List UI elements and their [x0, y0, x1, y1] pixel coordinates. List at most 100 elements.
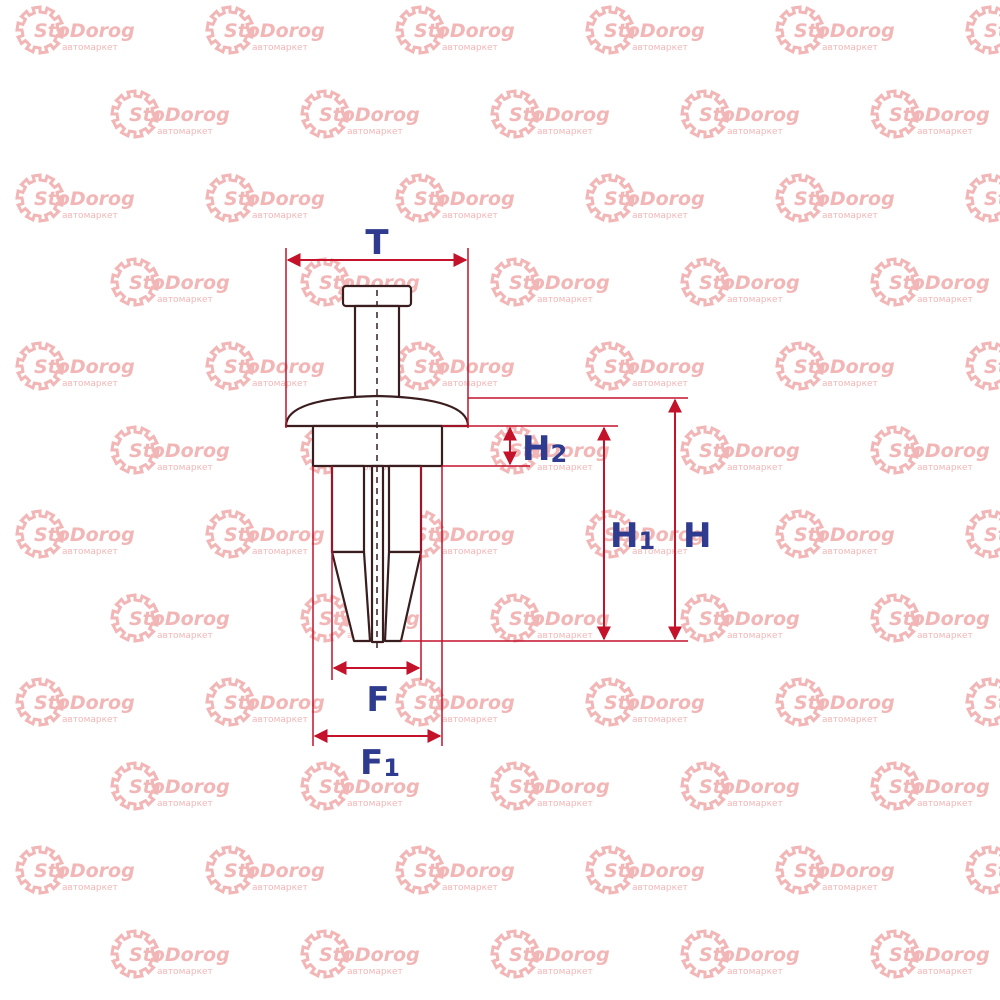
label-T: T	[365, 223, 389, 263]
watermark-brand: StoDorog	[604, 20, 705, 42]
gear-icon	[15, 509, 65, 559]
watermark-tagline: автомаркет	[632, 211, 688, 221]
gear-icon	[490, 761, 540, 811]
leg-right-tip	[383, 550, 423, 643]
gear-icon	[205, 677, 255, 727]
leg-left-upper	[330, 464, 366, 554]
extension-lines	[285, 248, 688, 746]
watermark-brand: StoDorog	[889, 440, 990, 462]
gear-icon	[870, 425, 920, 475]
watermark-brand: StoDorog	[889, 272, 990, 294]
watermark-tagline: автомаркет	[442, 43, 498, 53]
watermark-tagline: автомаркет	[727, 967, 783, 977]
gear-icon	[680, 929, 730, 979]
gear-icon	[15, 677, 65, 727]
watermark-brand: StoDorog	[984, 692, 1000, 714]
watermark-brand: StoDorog	[224, 20, 325, 42]
gear-icon	[965, 341, 1000, 391]
watermark-tagline: автомаркет	[347, 967, 403, 977]
gear-icon	[965, 5, 1000, 55]
watermark-tagline: автомаркет	[157, 799, 213, 809]
watermark-brand: StoDorog	[699, 944, 800, 966]
gear-icon	[205, 509, 255, 559]
watermark-tagline: автомаркет	[917, 967, 973, 977]
watermark-tagline: автомаркет	[632, 883, 688, 893]
watermark-brand: StoDorog	[794, 188, 895, 210]
gear-icon	[395, 677, 445, 727]
gear-icon	[110, 257, 160, 307]
dimension-arrows	[286, 253, 682, 743]
watermark-tagline: автомаркет	[157, 967, 213, 977]
watermark-brand: StoDorog	[604, 188, 705, 210]
watermark-tagline: автомаркет	[157, 295, 213, 305]
watermark-brand: StoDorog	[794, 860, 895, 882]
watermark-brand: StoDorog	[319, 944, 420, 966]
gear-icon	[15, 341, 65, 391]
watermark-tagline: автомаркет	[537, 127, 593, 137]
label-H2: H2	[522, 429, 567, 469]
watermark-brand: StoDorog	[509, 272, 610, 294]
gear-icon	[395, 845, 445, 895]
watermark-tagline: автомаркет	[917, 463, 973, 473]
watermark-brand: StoDorog	[34, 356, 135, 378]
watermark-tagline: автомаркет	[252, 43, 308, 53]
gear-icon	[775, 845, 825, 895]
watermark-brand: StoDorog	[794, 524, 895, 546]
watermark-tagline: автомаркет	[157, 631, 213, 641]
watermark-tagline: автомаркет	[252, 547, 308, 557]
gear-icon	[490, 89, 540, 139]
watermark-tagline: автомаркет	[917, 799, 973, 809]
gear-icon	[775, 5, 825, 55]
watermark-brand: StoDorog	[34, 188, 135, 210]
watermark-brand: StoDorog	[984, 356, 1000, 378]
clip-part	[284, 284, 470, 644]
watermark-tagline: автомаркет	[347, 799, 403, 809]
watermark-brand: StoDorog	[129, 776, 230, 798]
leg-left-tip	[330, 550, 372, 643]
watermark-brand: StoDorog	[414, 20, 515, 42]
watermark-brand: StoDorog	[414, 356, 515, 378]
watermark-brand: StoDorog	[34, 860, 135, 882]
watermark-tagline: автомаркет	[252, 211, 308, 221]
watermark-tagline: автомаркет	[252, 379, 308, 389]
watermark-tagline: автомаркет	[347, 127, 403, 137]
watermark-tagline: автомаркет	[252, 715, 308, 725]
watermark-tagline: автомаркет	[632, 715, 688, 725]
watermark-tagline: автомаркет	[537, 463, 593, 473]
watermark-brand: StoDorog	[224, 188, 325, 210]
gear-icon	[395, 173, 445, 223]
watermark-brand: StoDorog	[889, 104, 990, 126]
watermark-brand: StoDorog	[129, 608, 230, 630]
gear-icon	[585, 677, 635, 727]
watermark-tagline: автомаркет	[157, 127, 213, 137]
watermark-tagline: автомаркет	[62, 43, 118, 53]
watermark-tagline: автомаркет	[537, 799, 593, 809]
watermark-brand: StoDorog	[604, 860, 705, 882]
watermark-tagline: автомаркет	[442, 379, 498, 389]
gear-icon	[585, 5, 635, 55]
watermark-brand: StoDorog	[984, 188, 1000, 210]
